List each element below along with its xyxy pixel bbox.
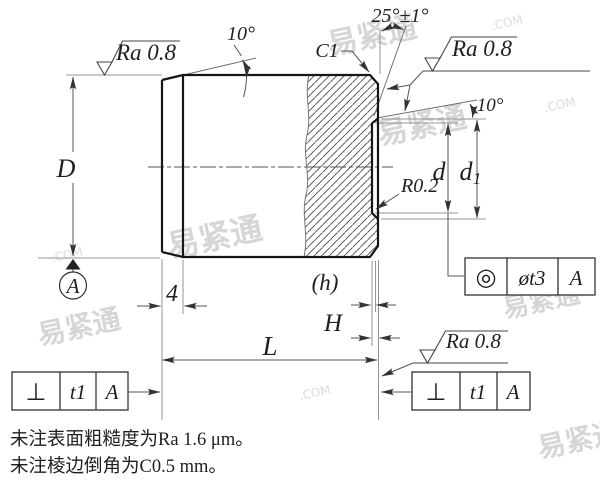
dim-d1-label: d bbox=[460, 157, 474, 186]
note-roughness: 未注表面粗糙度为Ra 1.6 μm。 bbox=[10, 429, 254, 450]
watermark-url-fragment: .COM bbox=[298, 383, 332, 403]
section-hatch-region bbox=[304, 75, 378, 257]
perpendicularity-icon: ⊥ bbox=[426, 378, 447, 406]
part-outline bbox=[160, 73, 380, 259]
fcf-perpendicularity-right: ⊥ t1 A bbox=[380, 371, 531, 411]
chamfer-leader bbox=[341, 50, 370, 73]
roughness-top-left-label: Ra 0.8 bbox=[115, 40, 177, 65]
roughness-bottom-right-label: Ra 0.8 bbox=[445, 329, 501, 353]
end-recess-lip bbox=[370, 118, 379, 220]
watermark-brand: 易紧通 bbox=[35, 302, 124, 352]
watermark-url-fragment: .COM bbox=[490, 13, 524, 33]
roughness-check-icon bbox=[424, 57, 441, 73]
roughness-top-right-label: Ra 0.8 bbox=[451, 36, 513, 61]
angle-25-arc bbox=[381, 22, 405, 32]
dim-4-label: 4 bbox=[166, 281, 178, 307]
perpendicularity-icon: ⊥ bbox=[26, 378, 47, 406]
dim-d-label: d bbox=[433, 157, 447, 186]
fcf-left-datum: A bbox=[104, 380, 119, 404]
break-line bbox=[303, 74, 310, 258]
fcf-perpendicularity-left: ⊥ t1 A bbox=[11, 371, 161, 411]
watermark-layer: 易紧通 易紧通 易紧通 易紧通 易紧通 易紧通 .COM .COM .COM .… bbox=[35, 10, 600, 465]
note-chamfer: 未注棱边倒角为C0.5 mm。 bbox=[10, 456, 227, 477]
roughness-symbol-top-right bbox=[423, 36, 590, 73]
dim-D-label: D bbox=[56, 154, 76, 183]
dim-L-label: L bbox=[261, 331, 277, 361]
chamfer-angle-line bbox=[373, 25, 407, 117]
coaxiality-icon: ◎ bbox=[476, 263, 497, 291]
angle-10-left bbox=[233, 44, 252, 98]
datum-triangle-icon bbox=[65, 259, 81, 270]
datum-feature-A: A bbox=[58, 259, 88, 300]
left-taper-end bbox=[160, 73, 184, 259]
fcf-coaxiality-tolerance: øt3 bbox=[518, 266, 546, 290]
datum-circle bbox=[58, 271, 88, 300]
extension-lines bbox=[38, 30, 486, 420]
angle-10-left-label: 10° bbox=[227, 23, 255, 45]
roughness-check-icon bbox=[419, 349, 436, 365]
fcf-coaxiality-datum: A bbox=[568, 266, 583, 290]
roughness-top-right-leaders bbox=[386, 70, 424, 112]
watermark-brand: 易紧通 bbox=[374, 100, 469, 153]
watermark-url-fragment: .COM bbox=[50, 245, 84, 265]
angle-10-right-arc bbox=[469, 103, 479, 119]
roughness-check-icon bbox=[96, 61, 113, 77]
roughness-symbol-top-left bbox=[96, 40, 180, 77]
fcf-right-tolerance: t1 bbox=[470, 380, 486, 404]
dim-d1-subscript: 1 bbox=[473, 169, 482, 188]
angle-25-label: 25°±1° bbox=[372, 5, 429, 27]
fcf-left-tolerance: t1 bbox=[70, 380, 86, 404]
fcf-right-datum: A bbox=[505, 380, 520, 404]
datum-label: A bbox=[65, 274, 80, 298]
watermark-brand: 易紧通 bbox=[535, 415, 600, 465]
cone-angle-line bbox=[376, 99, 478, 119]
angle-10-right-label: 10° bbox=[477, 95, 504, 116]
dim-h-label: (h) bbox=[312, 270, 339, 295]
roughness-symbol-bottom-right bbox=[381, 330, 508, 377]
coaxiality-leader bbox=[447, 213, 464, 277]
dim-H-label: H bbox=[323, 310, 344, 337]
fillet-radius-label: R0.2 bbox=[400, 175, 438, 197]
fcf-coaxiality: ◎ øt3 A bbox=[464, 257, 596, 296]
chamfer-label: C1 bbox=[315, 40, 338, 62]
fillet-leader bbox=[375, 193, 400, 210]
watermark-url-fragment: .COM bbox=[543, 95, 577, 115]
